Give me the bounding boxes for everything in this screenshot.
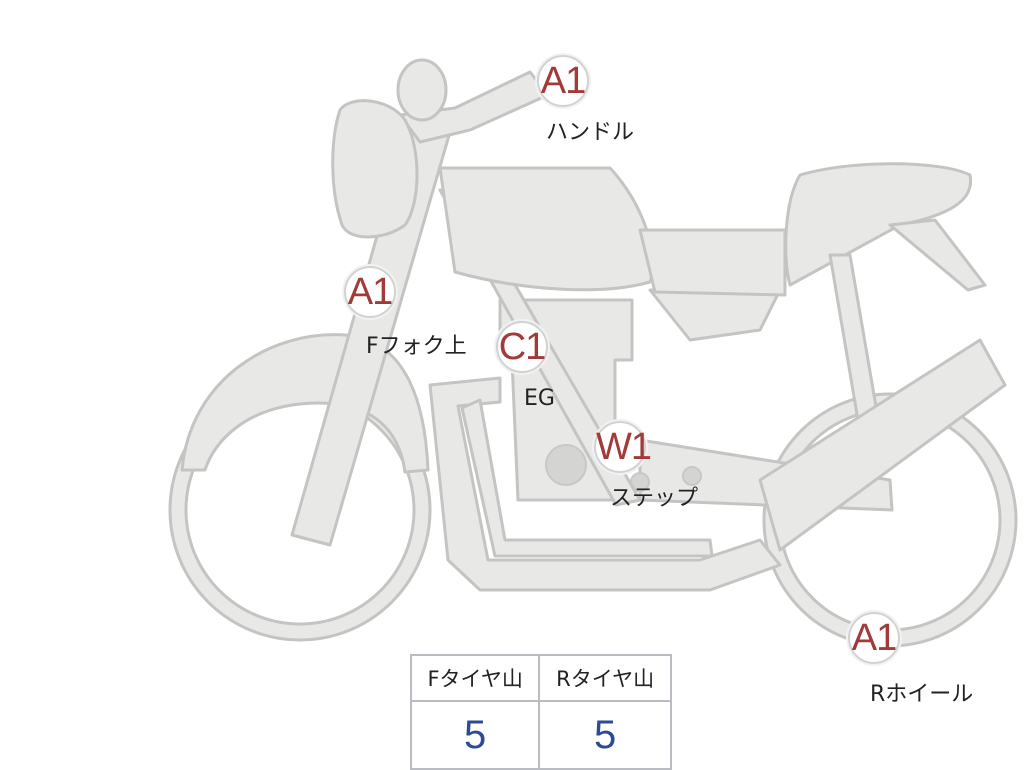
grade-badge-rear-wheel: A1 [848, 612, 900, 664]
fuel-tank-shape [438, 166, 655, 292]
point-label-step: ステップ [610, 486, 699, 511]
side-cover-shape [648, 288, 782, 342]
grade-badge-handle: A1 [537, 55, 589, 107]
tread-header-rear: Rタイヤ山 [538, 654, 672, 702]
tread-header-front: Fタイヤ山 [409, 654, 541, 702]
exhaust-pipe-shape [428, 376, 782, 592]
tire-tread-table: Fタイヤ山 Rタイヤ山 5 5 [409, 654, 672, 770]
muffler-shape [758, 338, 1007, 552]
tread-header-row: Fタイヤ山 Rタイヤ山 [409, 654, 672, 702]
grade-badge-engine: C1 [496, 321, 548, 373]
headlight-shape [331, 99, 419, 239]
tread-value-front: 5 [409, 700, 541, 770]
footpeg-shape-2 [682, 466, 702, 486]
mirror-shape [396, 58, 448, 122]
tail-fin-shape [888, 218, 987, 292]
seat-shape [638, 228, 787, 297]
point-label-front-fork: Fフォク上 [366, 334, 467, 359]
grade-badge-front-fork: A1 [344, 266, 396, 318]
lower-frame-shape [460, 398, 714, 558]
point-label-handle: ハンドル [546, 120, 635, 145]
engine-cover-shape [545, 444, 587, 486]
point-label-engine: EG [524, 386, 555, 411]
tread-value-row: 5 5 [409, 700, 672, 770]
point-label-rear-wheel: Rホイール [870, 682, 974, 707]
tread-value-rear: 5 [538, 700, 672, 770]
grade-badge-step: W1 [594, 421, 652, 473]
